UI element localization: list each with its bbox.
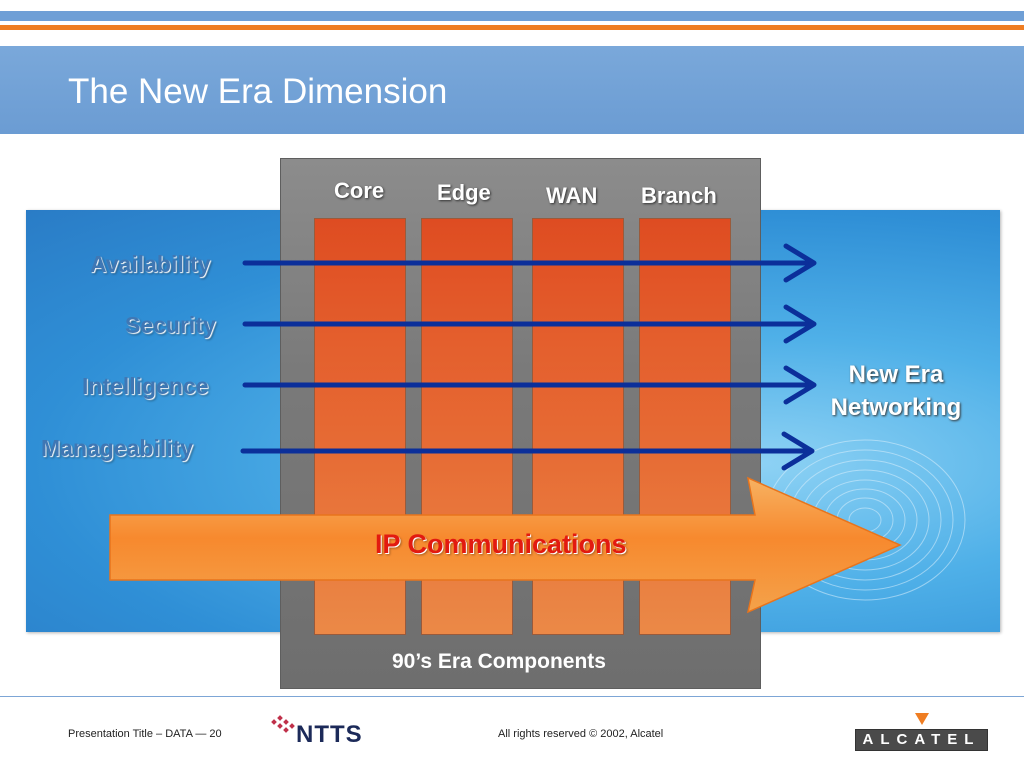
ntts-logo-icon xyxy=(271,715,295,733)
attribute-security: Security xyxy=(125,312,216,338)
footer-copyright: All rights reserved © 2002, Alcatel xyxy=(498,728,664,740)
title-band xyxy=(0,46,1024,134)
alcatel-logo-text: ALCATEL xyxy=(862,731,981,748)
column-header-wan: WAN xyxy=(546,183,598,208)
alcatel-logo-box xyxy=(855,729,988,751)
ip-communications-arrow xyxy=(109,476,902,614)
availability-arrow xyxy=(242,243,817,283)
footer-presentation-info: Presentation Title – DATA — 20 xyxy=(68,728,222,740)
ntts-logo-text: NTTS xyxy=(296,721,363,748)
new-era-networking-label: New Era Networking xyxy=(812,358,980,424)
top-blue-stripe xyxy=(0,11,1024,21)
attribute-manageability: Manageability xyxy=(41,435,194,461)
alcatel-triangle-icon xyxy=(915,713,929,725)
footer-divider xyxy=(0,696,1024,697)
attribute-intelligence: Intelligence xyxy=(82,373,209,399)
column-header-branch: Branch xyxy=(641,183,717,208)
manageability-arrow xyxy=(240,431,815,471)
horizontal-arrows xyxy=(240,243,817,471)
attribute-availability: Availability xyxy=(90,251,211,277)
new-era-line1: New Era xyxy=(848,361,944,388)
column-header-core: Core xyxy=(334,178,385,203)
column-header-edge: Edge xyxy=(437,180,491,205)
new-era-line2: Networking xyxy=(830,394,962,421)
ip-communications-label: IP Communications xyxy=(375,529,627,559)
intelligence-arrow xyxy=(242,365,817,405)
era-components-label: 90’s Era Components xyxy=(392,650,606,673)
page-title: The New Era Dimension xyxy=(68,72,448,111)
security-arrow xyxy=(242,304,817,344)
top-orange-stripe xyxy=(0,25,1024,30)
